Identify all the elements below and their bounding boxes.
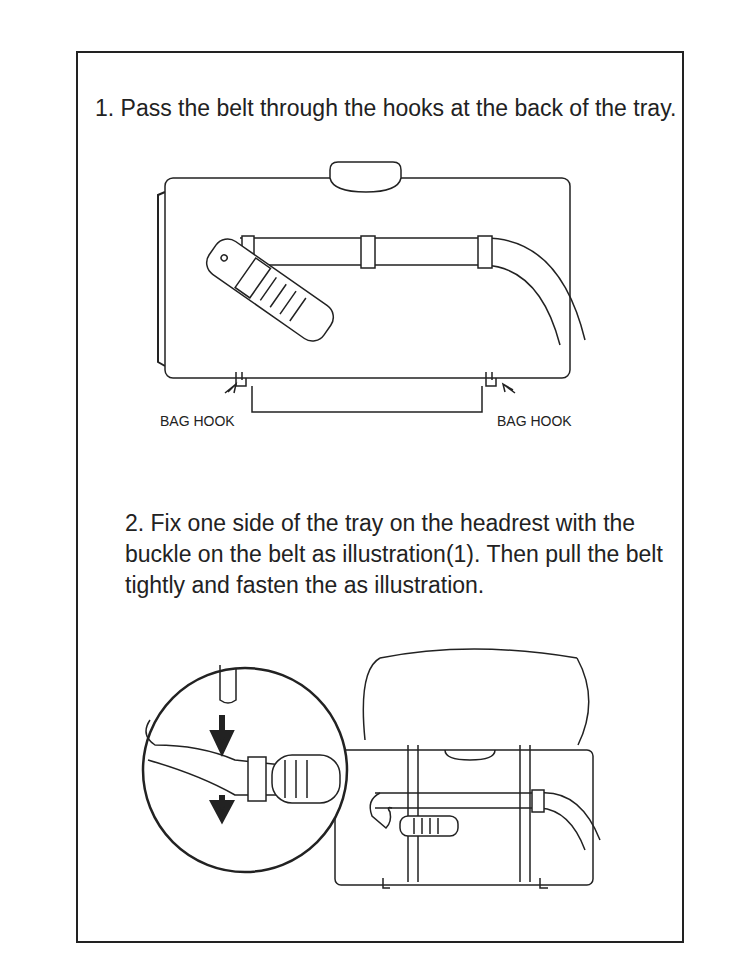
- zoom-detail: [143, 665, 347, 872]
- step-instruction: 2. Fix one side of the tray on the headr…: [125, 508, 675, 601]
- page-border: [77, 52, 683, 942]
- part-label: BAG HOOK: [160, 412, 270, 430]
- headrest-installation: [335, 649, 600, 888]
- step-instruction: 1. Pass the belt through the hooks at th…: [95, 92, 713, 124]
- part-label: BAG HOOK: [497, 412, 607, 430]
- tray-back-view: [158, 162, 585, 412]
